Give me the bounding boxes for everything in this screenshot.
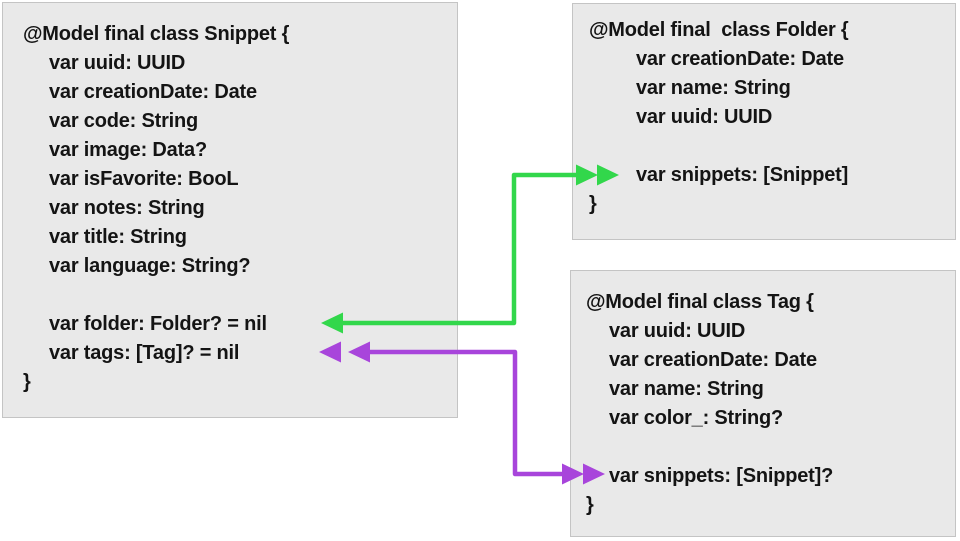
class-box-folder: @Model final class Folder { var creationD… bbox=[572, 3, 956, 240]
code-line bbox=[23, 281, 457, 310]
code-line: } bbox=[589, 193, 597, 215]
code-line: var snippets: [Snippet] bbox=[636, 164, 849, 186]
code-line: var creationDate: Date bbox=[636, 48, 844, 70]
code-line bbox=[586, 433, 955, 462]
code-line: var isFavorite: BooL bbox=[49, 168, 239, 190]
code-line: @Model final class Snippet { bbox=[23, 23, 290, 45]
code-line: var name: String bbox=[609, 378, 764, 400]
code-line: } bbox=[23, 371, 31, 393]
code-line: var snippets: [Snippet]? bbox=[609, 465, 834, 487]
code-line: } bbox=[586, 494, 594, 516]
code-line: var name: String bbox=[636, 77, 791, 99]
code-line: var code: String bbox=[49, 110, 199, 132]
code-line: var uuid: UUID bbox=[636, 106, 773, 128]
code-line: var folder: Folder? = nil bbox=[49, 313, 267, 335]
code-line: var creationDate: Date bbox=[49, 81, 257, 103]
code-line: var title: String bbox=[49, 226, 187, 248]
code-line bbox=[589, 132, 955, 161]
code-line: var language: String? bbox=[49, 255, 251, 277]
code-line: var uuid: UUID bbox=[49, 52, 186, 74]
code-line: var color_: String? bbox=[609, 407, 784, 429]
code-line: var image: Data? bbox=[49, 139, 207, 161]
code-line: var notes: String bbox=[49, 197, 205, 219]
code-line: @Model final class Folder { bbox=[589, 19, 849, 41]
code-line: var uuid: UUID bbox=[609, 320, 746, 342]
code-line: var tags: [Tag]? = nil bbox=[49, 342, 240, 364]
class-box-tag: @Model final class Tag { var uuid: UUID va… bbox=[570, 270, 956, 537]
class-box-snippet: @Model final class Snippet { var uuid: UU… bbox=[2, 2, 458, 418]
code-line: var creationDate: Date bbox=[609, 349, 817, 371]
code-line: @Model final class Tag { bbox=[586, 291, 814, 313]
